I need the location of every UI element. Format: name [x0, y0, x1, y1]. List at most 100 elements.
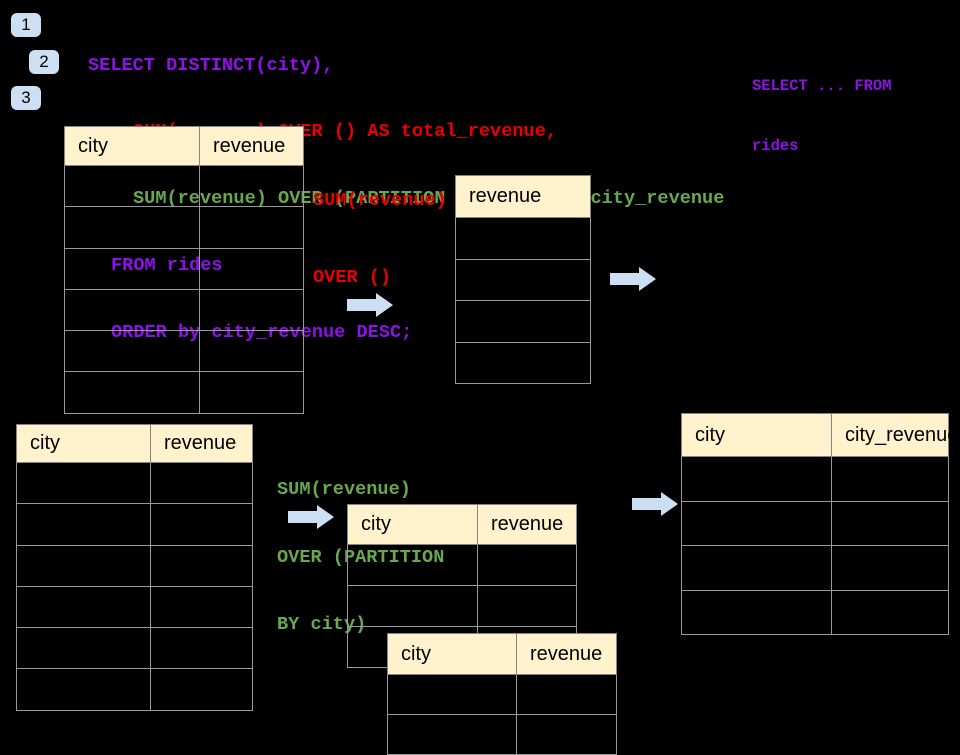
empty-table-row [64, 206, 304, 249]
empty-cell [516, 674, 617, 715]
right-arrow-icon [610, 267, 656, 291]
empty-table-row [16, 503, 253, 546]
empty-cell [477, 544, 577, 586]
empty-cell [64, 247, 200, 290]
total-revenue-result-table: revenue [455, 175, 591, 384]
empty-cell [681, 545, 832, 591]
side-note-line-2: rides [752, 137, 799, 155]
column-header: revenue [455, 175, 591, 218]
column-header: city [347, 504, 478, 545]
empty-table-row [455, 341, 591, 384]
step-badge-1: 1 [11, 13, 41, 37]
empty-table-row [64, 247, 304, 290]
empty-table-row [455, 300, 591, 343]
empty-table-row [16, 668, 253, 711]
empty-cell [16, 503, 151, 546]
empty-table-row [16, 544, 253, 587]
empty-cell [387, 714, 517, 755]
empty-cell [150, 503, 253, 546]
empty-cell [199, 371, 304, 414]
empty-cell [455, 258, 591, 301]
right-arrow-icon [347, 293, 393, 317]
empty-cell [516, 714, 617, 755]
empty-table-row [681, 500, 949, 546]
empty-cell [831, 456, 949, 502]
empty-cell [199, 164, 304, 208]
empty-cell [387, 674, 517, 715]
empty-cell [347, 585, 478, 627]
empty-table-row [681, 545, 949, 591]
column-header: revenue [477, 504, 577, 545]
empty-cell [831, 545, 949, 591]
empty-cell [150, 627, 253, 670]
empty-cell [681, 456, 832, 502]
empty-cell [199, 288, 304, 332]
empty-table-row [16, 585, 253, 629]
empty-cell [150, 544, 253, 587]
empty-cell [477, 585, 577, 627]
empty-table-row [347, 544, 577, 586]
annotation-total-line-2: OVER () [313, 266, 392, 288]
header-row: revenue [455, 175, 591, 218]
side-note-line-1: SELECT ... FROM [752, 77, 892, 95]
annotation-total-line-1: SUM(revenue) [313, 190, 447, 211]
right-arrow-icon [632, 492, 678, 516]
empty-table-row [16, 461, 253, 505]
empty-table-row [16, 627, 253, 670]
empty-cell [16, 544, 151, 587]
empty-cell [455, 217, 591, 260]
empty-cell [64, 330, 200, 373]
sql-line-select: SELECT DISTINCT(city), [88, 54, 334, 76]
empty-cell [831, 500, 949, 546]
step-badge-3: 3 [11, 86, 41, 110]
annotation-partition-line-1: SUM(revenue) [277, 479, 411, 500]
empty-table-row [387, 674, 617, 715]
empty-cell [455, 300, 591, 343]
side-note-select-from-rides: SELECT ... FROM rides [752, 36, 892, 176]
empty-cell [199, 330, 304, 373]
empty-table-row [64, 164, 304, 208]
empty-table-row [681, 456, 949, 502]
empty-cell [64, 164, 200, 208]
empty-cell [681, 589, 832, 635]
empty-table-row [455, 217, 591, 260]
empty-cell [64, 288, 200, 332]
empty-cell [16, 627, 151, 670]
column-header: revenue [516, 633, 617, 675]
empty-cell [199, 247, 304, 290]
empty-cell [455, 341, 591, 384]
column-header: city [681, 413, 832, 457]
column-header: city [64, 126, 200, 166]
empty-cell [831, 589, 949, 635]
annotation-total-revenue: SUM(revenue) OVER () [313, 137, 447, 316]
step-badge-2: 2 [29, 50, 59, 74]
empty-cell [150, 585, 253, 629]
empty-cell [150, 668, 253, 711]
column-header: city [16, 424, 151, 463]
empty-cell [16, 585, 151, 629]
right-arrow-icon [288, 505, 334, 529]
column-header: revenue [199, 126, 304, 166]
empty-table-row [64, 330, 304, 373]
empty-table-row [64, 288, 304, 332]
column-header: revenue [150, 424, 253, 463]
empty-cell [64, 206, 200, 249]
empty-table-row [347, 585, 577, 627]
empty-cell [199, 206, 304, 249]
empty-table-row [64, 371, 304, 414]
empty-cell [150, 461, 253, 505]
empty-cell [16, 461, 151, 505]
empty-table-row [387, 714, 617, 755]
empty-cell [16, 668, 151, 711]
empty-cell [347, 544, 478, 586]
empty-table-row [681, 589, 949, 635]
empty-cell [64, 371, 200, 414]
empty-table-row [455, 258, 591, 301]
